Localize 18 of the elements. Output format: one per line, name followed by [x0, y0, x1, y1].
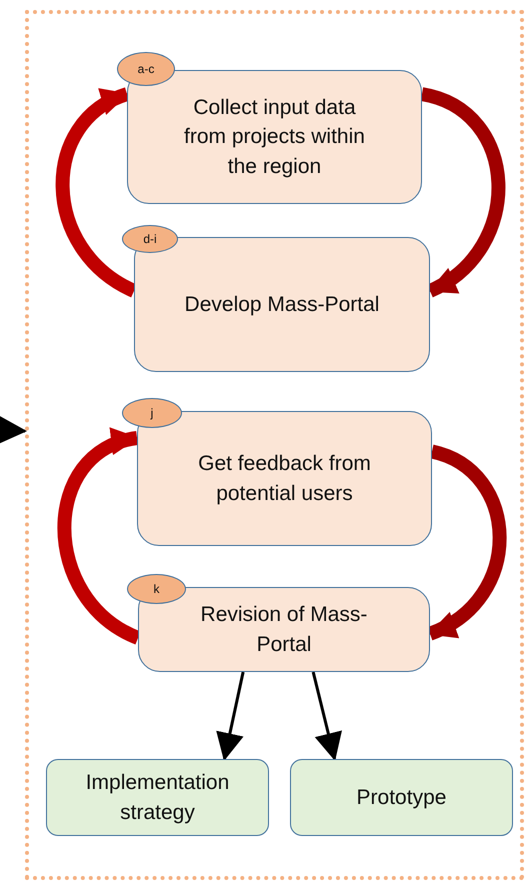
dashed-frame: [25, 10, 524, 880]
arrow: [0, 416, 27, 444]
node-text: Revision of Mass-Portal: [200, 602, 368, 658]
node-text: Get feedback from potential users: [197, 451, 372, 506]
arrow: [216, 672, 245, 761]
arrow: [312, 672, 342, 761]
node-text: d-i: [143, 230, 157, 248]
node-text: k: [154, 580, 160, 598]
node-text: j: [150, 404, 154, 422]
outcome-box: [290, 759, 513, 836]
node-text: Develop Mass-Portal: [184, 292, 380, 318]
node-text: a-c: [138, 60, 154, 78]
step-badge: [122, 225, 178, 253]
node-text: Prototype: [356, 784, 446, 811]
outcome-box: [46, 759, 269, 836]
arrow: [420, 87, 506, 298]
node-text: Collect input data from projects within the region: [183, 94, 366, 180]
node-text: Implementation strategy: [84, 770, 230, 826]
